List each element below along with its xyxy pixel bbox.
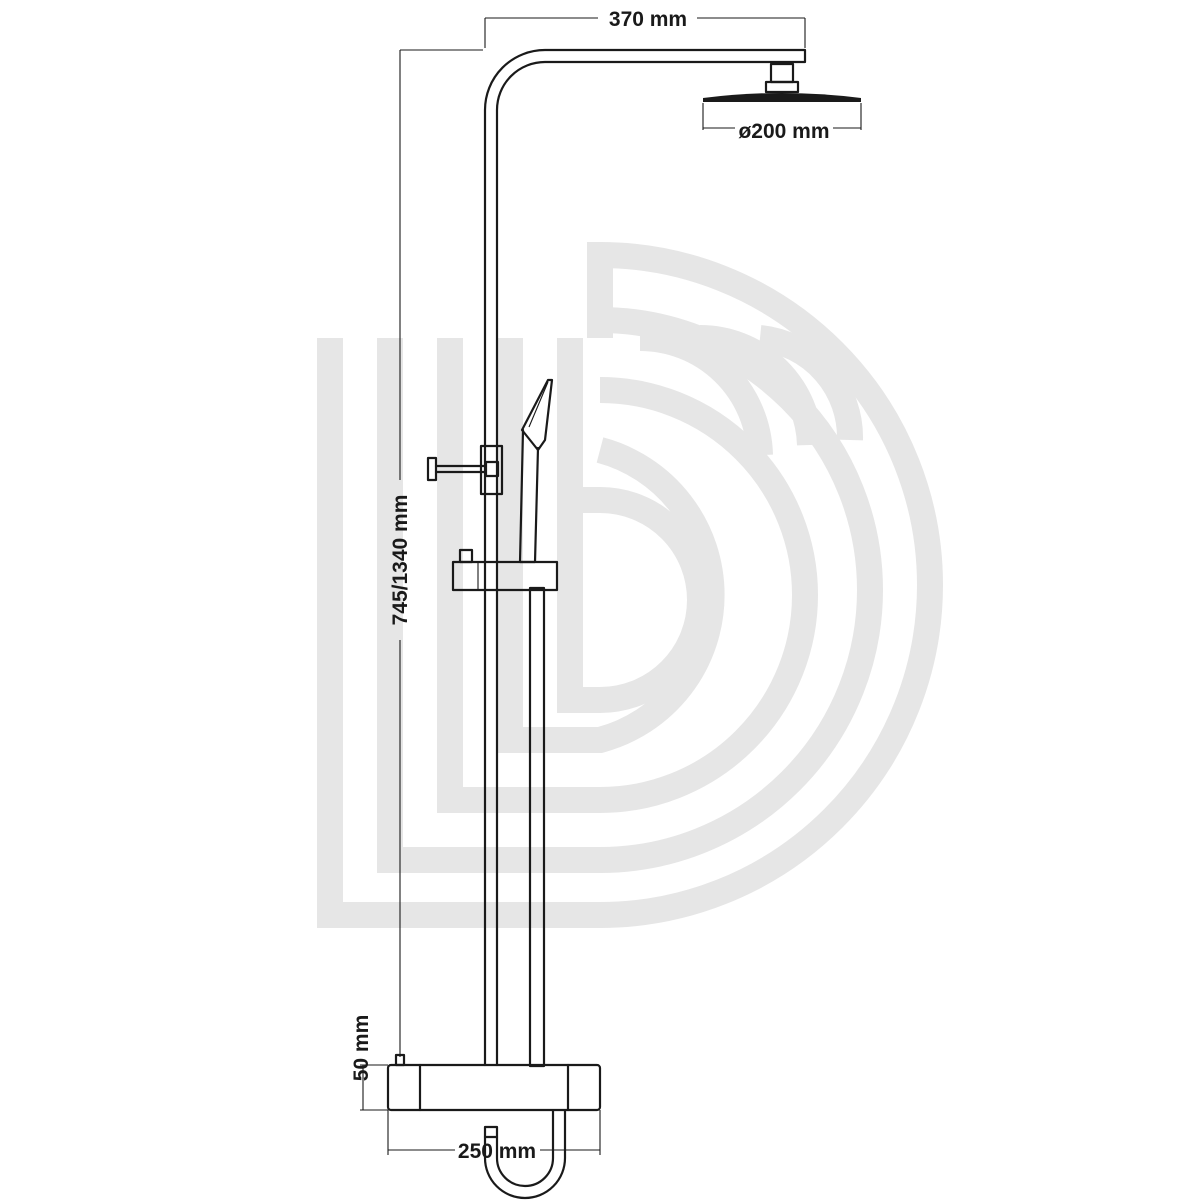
- valve-width-label: 250 mm: [458, 1140, 536, 1163]
- thermostatic-valve: [386, 1053, 602, 1112]
- rain-shower-head: [703, 62, 861, 102]
- slider-holder: [451, 548, 559, 592]
- dimension-head-diameter: ø200 mm: [702, 103, 862, 143]
- outlet-pipe: [483, 1109, 567, 1200]
- height-range-label: 745/1340 mm: [389, 495, 412, 626]
- wall-bracket: [426, 444, 504, 496]
- watermark-logo: [317, 241, 943, 928]
- hand-shower: [518, 378, 554, 564]
- riser-pipe: [483, 48, 807, 1067]
- arm-length-label: 370 mm: [609, 8, 687, 31]
- inlet-height-label: 50 mm: [350, 1015, 373, 1082]
- dimension-height-range: 745/1340 mm: [389, 49, 483, 1057]
- slide-rail: [528, 586, 546, 1068]
- dimension-valve-width: 250 mm: [387, 1110, 601, 1163]
- dimension-inlet-height: 50 mm: [350, 1015, 388, 1111]
- head-diameter-label: ø200 mm: [738, 120, 829, 143]
- dimension-arm-length: 370 mm: [484, 8, 806, 48]
